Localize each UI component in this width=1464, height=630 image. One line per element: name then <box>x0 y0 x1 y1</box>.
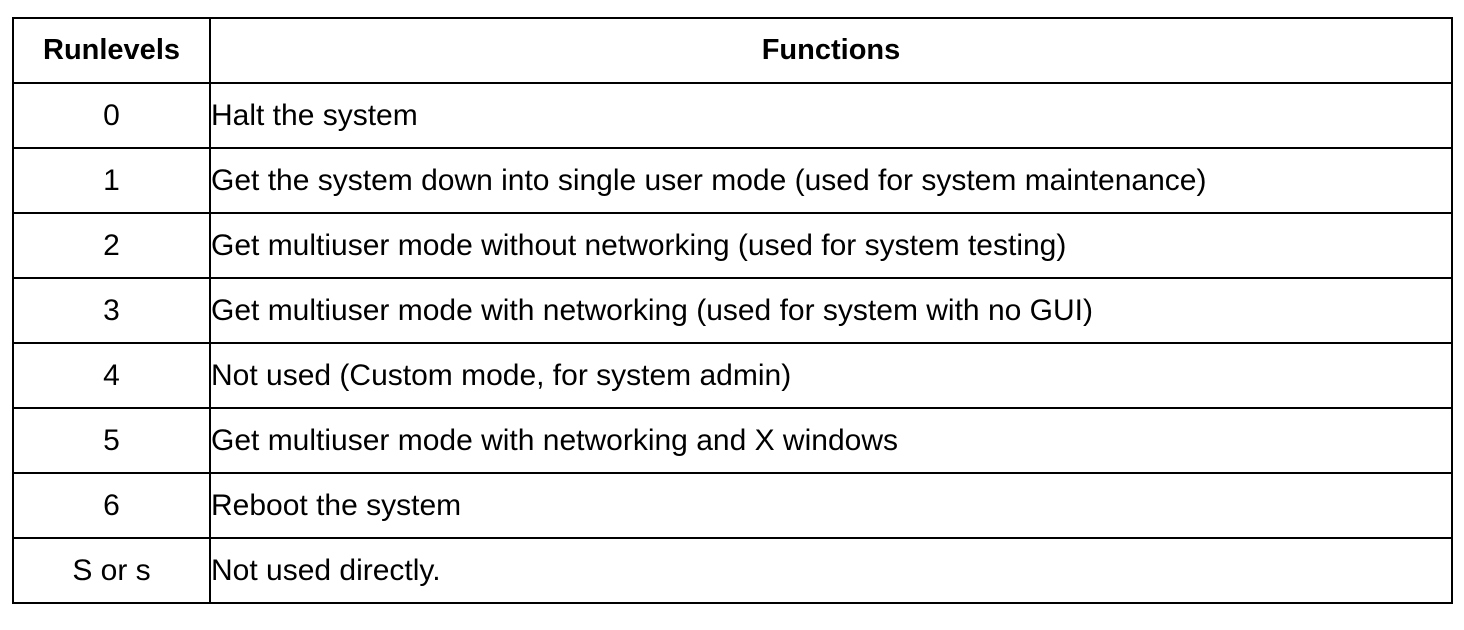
runlevel-cell: 1 <box>12 147 211 214</box>
runlevel-cell: 6 <box>12 472 211 539</box>
header-functions: Functions <box>209 17 1453 84</box>
runlevel-cell: 5 <box>12 407 211 474</box>
function-cell: Halt the system <box>209 82 1453 149</box>
table-row: 5 Get multiuser mode with networking and… <box>12 407 1453 474</box>
table-row: 2 Get multiuser mode without networking … <box>12 212 1453 279</box>
runlevel-cell: 0 <box>12 82 211 149</box>
runlevel-cell: 4 <box>12 342 211 409</box>
table-row: 6 Reboot the system <box>12 472 1453 539</box>
function-cell: Get the system down into single user mod… <box>209 147 1453 214</box>
header-runlevels: Runlevels <box>12 17 211 84</box>
runlevel-cell: 3 <box>12 277 211 344</box>
function-cell: Get multiuser mode with networking (used… <box>209 277 1453 344</box>
table-row: 0 Halt the system <box>12 82 1453 149</box>
function-cell: Not used directly. <box>209 537 1453 604</box>
function-cell: Not used (Custom mode, for system admin) <box>209 342 1453 409</box>
runlevels-table: Runlevels Functions 0 Halt the system 1 … <box>12 17 1453 604</box>
function-cell: Get multiuser mode without networking (u… <box>209 212 1453 279</box>
table-row: 4 Not used (Custom mode, for system admi… <box>12 342 1453 409</box>
table-row: S or s Not used directly. <box>12 537 1453 604</box>
function-cell: Reboot the system <box>209 472 1453 539</box>
runlevel-cell: S or s <box>12 537 211 604</box>
runlevels-table-container: Runlevels Functions 0 Halt the system 1 … <box>12 17 1453 604</box>
header-row: Runlevels Functions <box>12 17 1453 84</box>
function-cell: Get multiuser mode with networking and X… <box>209 407 1453 474</box>
runlevel-cell: 2 <box>12 212 211 279</box>
table-row: 3 Get multiuser mode with networking (us… <box>12 277 1453 344</box>
table-row: 1 Get the system down into single user m… <box>12 147 1453 214</box>
